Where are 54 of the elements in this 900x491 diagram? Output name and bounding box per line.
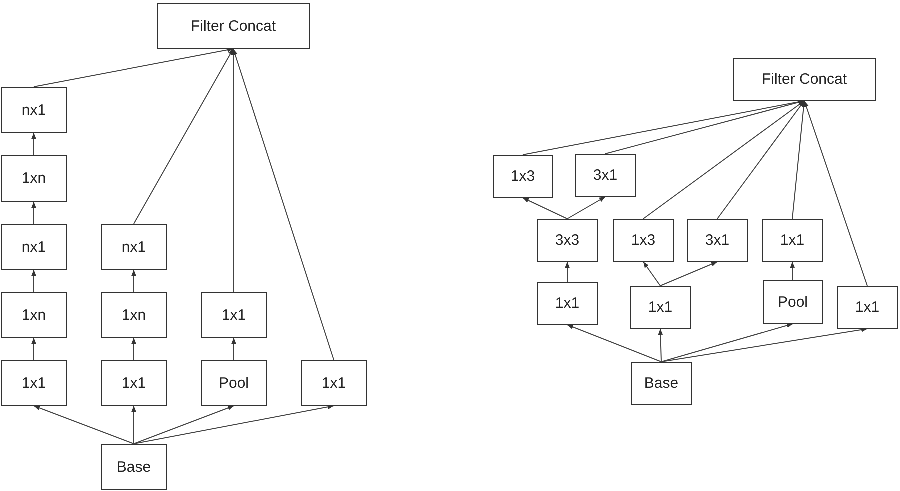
layer-box: nx1 (101, 224, 167, 270)
layer-box: Filter Concat (733, 58, 876, 101)
arrow (658, 328, 664, 362)
arrow (132, 406, 136, 444)
layer-box: nx1 (1, 87, 67, 133)
layer-box: 1x1 (630, 286, 691, 329)
layer-box: 1x3 (493, 155, 553, 198)
layer-box: 1x1 (537, 282, 598, 325)
arrow (232, 338, 236, 360)
arrow (565, 262, 570, 282)
layer-box: nx1 (1, 224, 67, 270)
arrow (790, 262, 796, 280)
arrow (643, 100, 805, 220)
layer-box: 1xn (101, 292, 167, 338)
arrow (567, 196, 606, 220)
arrow (522, 198, 568, 220)
layer-box: 1x1 (201, 292, 267, 338)
layer-box: Filter Concat (157, 3, 310, 49)
arrow (661, 323, 794, 362)
arrow (134, 48, 234, 224)
arrow (34, 406, 134, 444)
arrow (132, 270, 136, 292)
arrow (804, 100, 868, 286)
layer-box: 1x1 (1, 360, 67, 406)
layer-box: 1x1 (301, 360, 367, 406)
layer-box: 1xn (1, 155, 67, 202)
arrow (32, 270, 36, 292)
layer-box: 1x1 (837, 286, 898, 329)
layer-box: 3x1 (575, 154, 636, 197)
layer-box: Pool (201, 360, 267, 406)
arrow (134, 406, 234, 444)
arrow (661, 328, 868, 362)
arrow (34, 48, 234, 88)
arrow (134, 404, 334, 444)
layer-box: Pool (763, 280, 823, 324)
arrow (717, 100, 805, 220)
layer-box: 3x3 (537, 219, 598, 262)
layer-box: 1x1 (101, 360, 167, 406)
arrow (132, 338, 136, 360)
layer-box: 1x3 (613, 219, 674, 262)
arrow (660, 262, 718, 286)
layer-box: Base (101, 444, 167, 490)
arrow (567, 324, 662, 362)
arrow (32, 338, 36, 360)
layer-box: 1xn (1, 292, 67, 338)
arrow (792, 100, 806, 220)
arrow (231, 48, 236, 292)
layer-box: 3x1 (687, 219, 748, 262)
arrow (32, 202, 36, 224)
arrow (32, 132, 36, 156)
layer-box: 1x1 (762, 219, 823, 262)
arrow (643, 262, 661, 286)
arrow (233, 48, 334, 360)
layer-box: Base (631, 362, 692, 405)
